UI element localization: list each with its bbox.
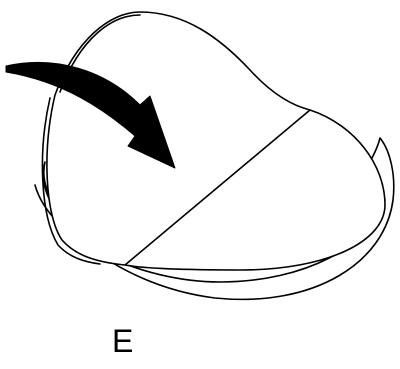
lid: [42, 12, 385, 270]
step-label: E: [112, 325, 133, 357]
